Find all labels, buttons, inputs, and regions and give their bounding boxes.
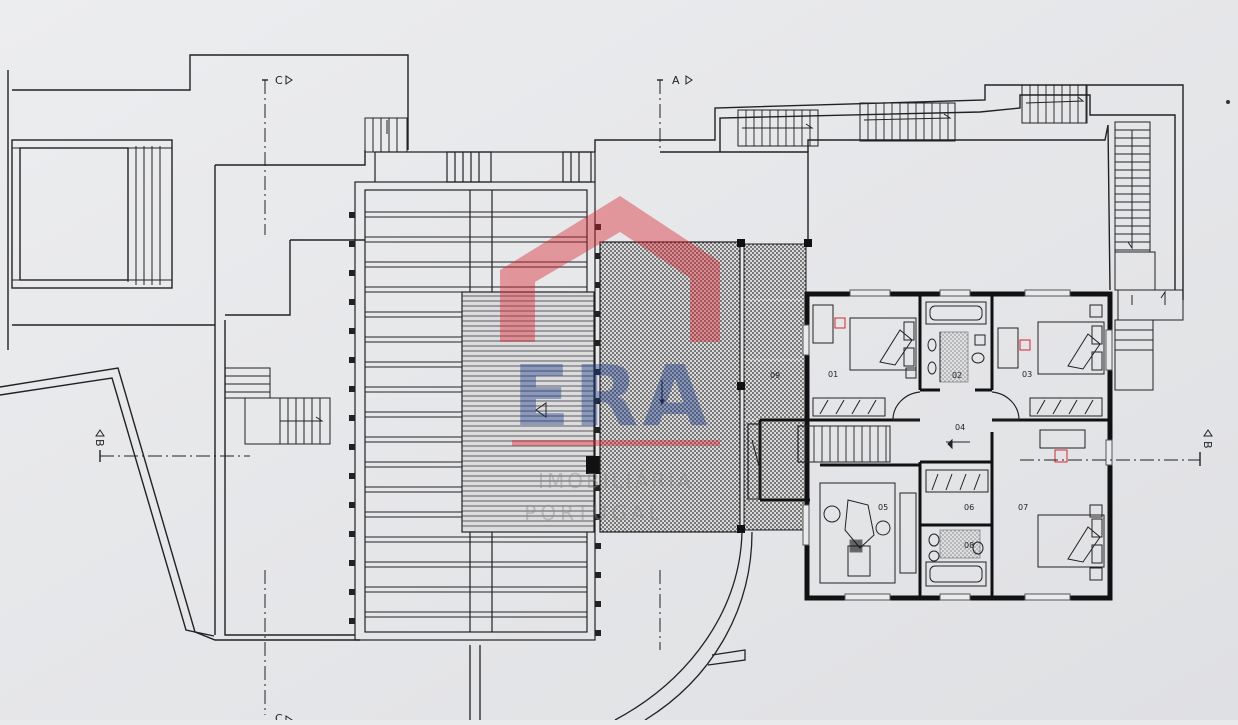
paving-posts bbox=[737, 239, 812, 533]
room-label-07: 07 bbox=[1018, 503, 1028, 512]
curved-driveway bbox=[469, 531, 753, 721]
section-label-a-top: A bbox=[672, 74, 680, 87]
left-terrace-outline bbox=[0, 54, 409, 641]
roof-logo-shape bbox=[500, 196, 720, 342]
pergola-post bbox=[595, 311, 601, 317]
section-label-c-bottom: C bbox=[275, 712, 283, 720]
office-room-05 bbox=[819, 482, 917, 584]
watermark-line2: PORTUGAL bbox=[524, 501, 663, 525]
watermark-line1: IMOBILIÁRIA bbox=[538, 469, 694, 493]
pergola-post bbox=[349, 328, 355, 334]
pergola-post bbox=[349, 618, 355, 624]
pergola-post bbox=[349, 415, 355, 421]
watermark-brand: ERA bbox=[512, 347, 711, 445]
dense-slats bbox=[462, 295, 594, 527]
terrace-stair-arrows bbox=[742, 96, 1166, 305]
bathroom-fixtures bbox=[925, 301, 987, 587]
room-label-01: 01 bbox=[828, 370, 838, 379]
left-terrace-steps bbox=[12, 146, 172, 285]
watermark-underline bbox=[512, 440, 720, 446]
stair-well bbox=[747, 423, 761, 500]
slatted-pool-deck bbox=[461, 291, 595, 533]
room-label-04: 04 bbox=[955, 423, 965, 432]
windows bbox=[802, 289, 1113, 601]
pergola-post bbox=[595, 224, 601, 230]
paper-dot bbox=[1226, 100, 1230, 104]
era-watermark: ERA IMOBILIÁRIA PORTUGAL bbox=[500, 196, 720, 525]
section-label-b-right: B bbox=[1201, 441, 1214, 449]
room-label-09: 09 bbox=[770, 371, 780, 380]
room-label-03: 03 bbox=[1022, 370, 1032, 379]
pergola-post bbox=[349, 357, 355, 363]
pergola-post bbox=[595, 630, 601, 636]
pergola-post bbox=[595, 543, 601, 549]
pergola-post bbox=[595, 340, 601, 346]
pergola-post bbox=[595, 427, 601, 433]
room-label-05: 05 bbox=[878, 503, 888, 512]
pergola-post bbox=[349, 386, 355, 392]
column-block bbox=[586, 456, 602, 474]
interior-stairs bbox=[797, 425, 891, 463]
pergola-post bbox=[595, 514, 601, 520]
section-label-b-left: B bbox=[93, 439, 106, 447]
pergola-post bbox=[595, 572, 601, 578]
pergola-post bbox=[349, 560, 355, 566]
pergola-post bbox=[595, 601, 601, 607]
pergola-post bbox=[349, 299, 355, 305]
pergola-post bbox=[349, 241, 355, 247]
pergola-post bbox=[595, 369, 601, 375]
interior-treads bbox=[805, 426, 887, 462]
room-label-06: 06 bbox=[964, 503, 974, 512]
section-label-c-top: C bbox=[275, 74, 283, 87]
pergola-post bbox=[595, 282, 601, 288]
pergola-post bbox=[349, 589, 355, 595]
left-stairs bbox=[224, 367, 331, 445]
level-marker bbox=[535, 380, 970, 450]
section-lines bbox=[100, 80, 1200, 715]
pergola-post bbox=[595, 398, 601, 404]
pergola-post bbox=[349, 270, 355, 276]
pergola-post bbox=[349, 444, 355, 450]
pergola-post bbox=[595, 485, 601, 491]
bed-room-01 bbox=[812, 304, 917, 379]
right-stair-landing bbox=[1114, 251, 1184, 391]
hall-door-arcs bbox=[892, 391, 1020, 421]
bed-room-03 bbox=[997, 304, 1105, 375]
bed-room-07 bbox=[1037, 429, 1105, 581]
pergola-post bbox=[349, 212, 355, 218]
dotted-paving bbox=[599, 241, 807, 533]
room-label-02: 02 bbox=[952, 371, 962, 380]
pergola-post bbox=[349, 531, 355, 537]
pergola-post bbox=[349, 473, 355, 479]
room-numbers: 01 02 03 04 05 06 07 08 09 bbox=[770, 370, 1032, 550]
closets bbox=[812, 397, 1103, 493]
section-ticks bbox=[99, 79, 1201, 466]
pergola-post bbox=[349, 502, 355, 508]
pergola-post bbox=[595, 253, 601, 259]
room-label-08: 08 bbox=[964, 541, 974, 550]
